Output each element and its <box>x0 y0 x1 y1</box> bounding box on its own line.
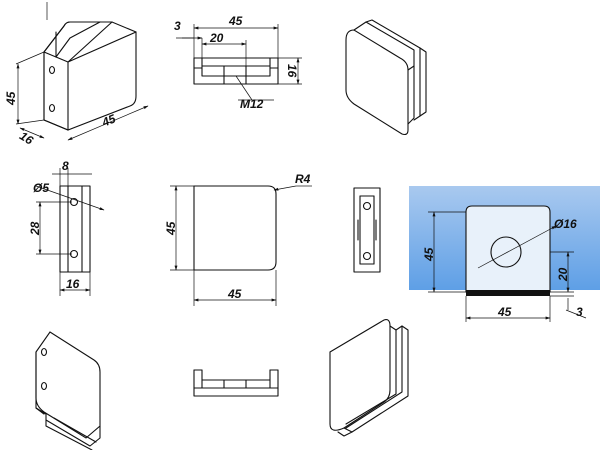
dim-45-glass-v: 45 <box>422 247 436 262</box>
dim-3-glass: 3 <box>576 305 583 319</box>
dim-8: 8 <box>62 159 69 173</box>
plan-view-bottom <box>193 369 279 397</box>
iso-view-top-right <box>345 19 427 136</box>
dim-16-depth: 16 <box>17 129 36 148</box>
side-elevation <box>35 168 105 296</box>
front-elevation <box>170 185 312 306</box>
dim-45-top: 45 <box>228 14 243 28</box>
dim-r4: R4 <box>295 172 311 186</box>
dim-45-front: 45 <box>4 91 18 106</box>
dim-45-height: 45 <box>164 221 178 236</box>
dim-45-glass-h: 45 <box>497 305 512 319</box>
iso-view-bottom-left <box>35 331 101 450</box>
dim-45-side: 45 <box>99 111 118 129</box>
thread-m12: M12 <box>240 97 264 111</box>
dim-16-side: 16 <box>66 277 80 291</box>
dim-28: 28 <box>28 221 42 236</box>
dim-dia-5: Ø5 <box>33 181 49 195</box>
dim-16-plan: 16 <box>285 64 299 78</box>
plan-view-top <box>176 24 302 101</box>
side-profile <box>353 187 381 273</box>
iso-view-top-left <box>15 21 149 141</box>
dim-20-glass: 20 <box>556 267 570 282</box>
dim-3: 3 <box>174 19 181 33</box>
glass-installation-view <box>409 186 600 322</box>
dim-20: 20 <box>209 31 224 45</box>
dim-45-width: 45 <box>227 287 242 301</box>
dim-dia-16: Ø16 <box>554 217 577 231</box>
iso-view-bottom-right <box>329 319 409 437</box>
